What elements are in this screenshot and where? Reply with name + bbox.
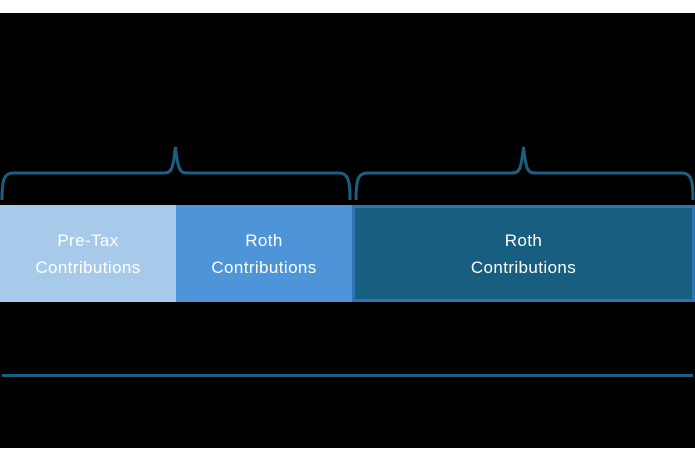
segment-roth-contributions-mid: Roth Contributions	[176, 205, 352, 302]
segment-label-line2: Contributions	[35, 257, 141, 277]
segment-label-line1: Roth	[504, 230, 543, 250]
segment-roth-contributions-dark: Roth Contributions	[352, 205, 695, 302]
contribution-bar: Pre-Tax Contributions Roth Contributions…	[0, 205, 695, 302]
segment-label-line2: Contributions	[211, 257, 317, 277]
segment-label-line2: Contributions	[470, 257, 577, 277]
segment-label-line1: Pre-Tax	[57, 230, 119, 250]
segment-pretax-contributions: Pre-Tax Contributions	[0, 205, 176, 302]
segment-label-line1: Roth	[245, 230, 283, 250]
